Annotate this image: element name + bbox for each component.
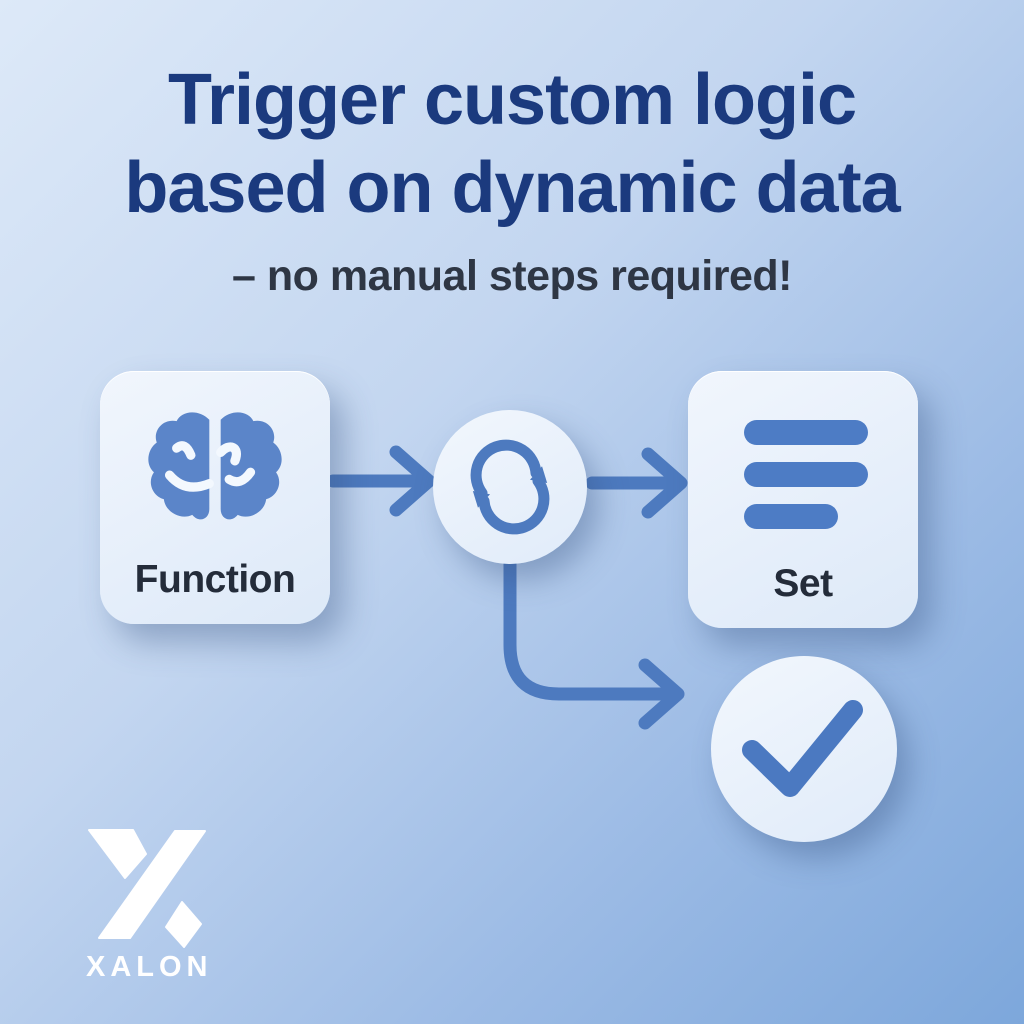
list-lines-icon: [744, 420, 868, 546]
checkmark-icon: [742, 700, 863, 797]
node-sync: [433, 410, 587, 564]
arrow-sync-to-check: [503, 551, 685, 730]
headline-line-2: based on dynamic data: [124, 148, 900, 228]
brand-logo-text: XALON: [86, 951, 213, 983]
headline: Trigger custom logic based on dynamic da…: [0, 56, 1024, 232]
brand-logo: XALON: [80, 822, 240, 997]
arrow-sync-to-set: [585, 447, 688, 519]
headline-line-1: Trigger custom logic: [167, 60, 857, 140]
list-line: [744, 504, 838, 529]
node-function-label: Function: [134, 558, 296, 601]
list-line: [744, 420, 868, 445]
node-set: Set: [688, 371, 918, 628]
list-line: [744, 462, 868, 487]
node-done: [711, 656, 897, 842]
node-function: Function: [100, 371, 330, 624]
brain-icon: [148, 412, 282, 520]
xalon-x-mark-icon: [88, 829, 206, 948]
sync-arrows-icon: [470, 439, 550, 535]
arrow-function-to-sync: [326, 445, 436, 517]
node-set-label: Set: [773, 562, 833, 605]
subheadline: – no manual steps required!: [232, 252, 792, 300]
